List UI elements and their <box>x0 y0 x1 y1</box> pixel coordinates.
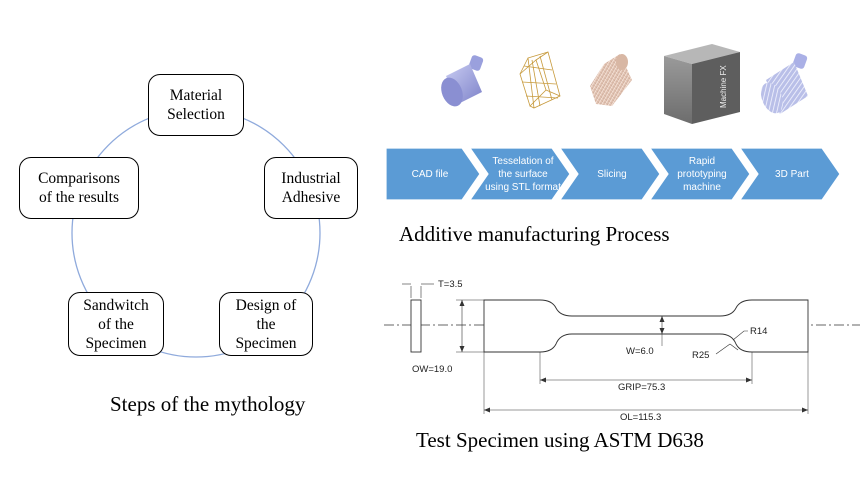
printed-part-icon <box>760 53 808 114</box>
process-step-slicing-label: Slicing <box>597 168 627 180</box>
process-step-tesselation-label: Tesselation of the surface using STL for… <box>485 155 561 193</box>
node-industrial-adhesive: Industrial Adhesive <box>264 157 358 219</box>
process-step-tesselation <box>468 147 571 201</box>
caption-am-process: Additive manufacturing Process <box>399 222 670 246</box>
process-step-slicing <box>558 147 661 201</box>
dim-thickness: T=3.5 <box>438 279 463 290</box>
dim-grip: GRIP=75.3 <box>618 382 665 393</box>
node-comparisons-of-results: Comparisons of the results <box>19 157 139 219</box>
node-design-of-specimen: Design of the Specimen <box>219 292 313 356</box>
process-step-cad-label: CAD file <box>411 168 449 180</box>
process-step-rp-machine <box>648 147 751 201</box>
process-step-rp-machine-label: Rapid prototyping machine <box>677 155 727 193</box>
dim-radius-14: R14 <box>750 326 767 337</box>
specimen-drawing <box>384 283 860 414</box>
dim-radius-25: R25 <box>692 350 709 361</box>
specimen-dimension-labels: T=3.5 OW=19.0 W=6.0 R14 R25 GRIP=75.3 OL… <box>412 279 767 423</box>
process-step-cad <box>385 147 481 201</box>
process-step-3d-part <box>738 147 841 201</box>
rp-machine-icon: Machine FX <box>664 44 740 124</box>
node-material-selection: Material Selection <box>148 74 244 136</box>
wireframe-mesh-icon <box>519 51 561 109</box>
node-sandwitch-of-specimen: Sandwitch of the Specimen <box>68 292 164 356</box>
caption-test-specimen: Test Specimen using ASTM D638 <box>416 428 704 452</box>
caption-steps: Steps of the mythology <box>110 392 306 416</box>
process-arrow-row <box>385 147 841 201</box>
dim-overall-length: OL=115.3 <box>620 412 661 423</box>
cad-cylinder-icon <box>441 55 484 107</box>
dim-overall-width: OW=19.0 <box>412 364 452 375</box>
dim-narrow-width: W=6.0 <box>626 346 654 357</box>
process-step-3d-part-label: 3D Part <box>775 168 809 180</box>
machine-label: Machine FX <box>719 65 728 108</box>
sliced-part-icon <box>590 54 632 106</box>
